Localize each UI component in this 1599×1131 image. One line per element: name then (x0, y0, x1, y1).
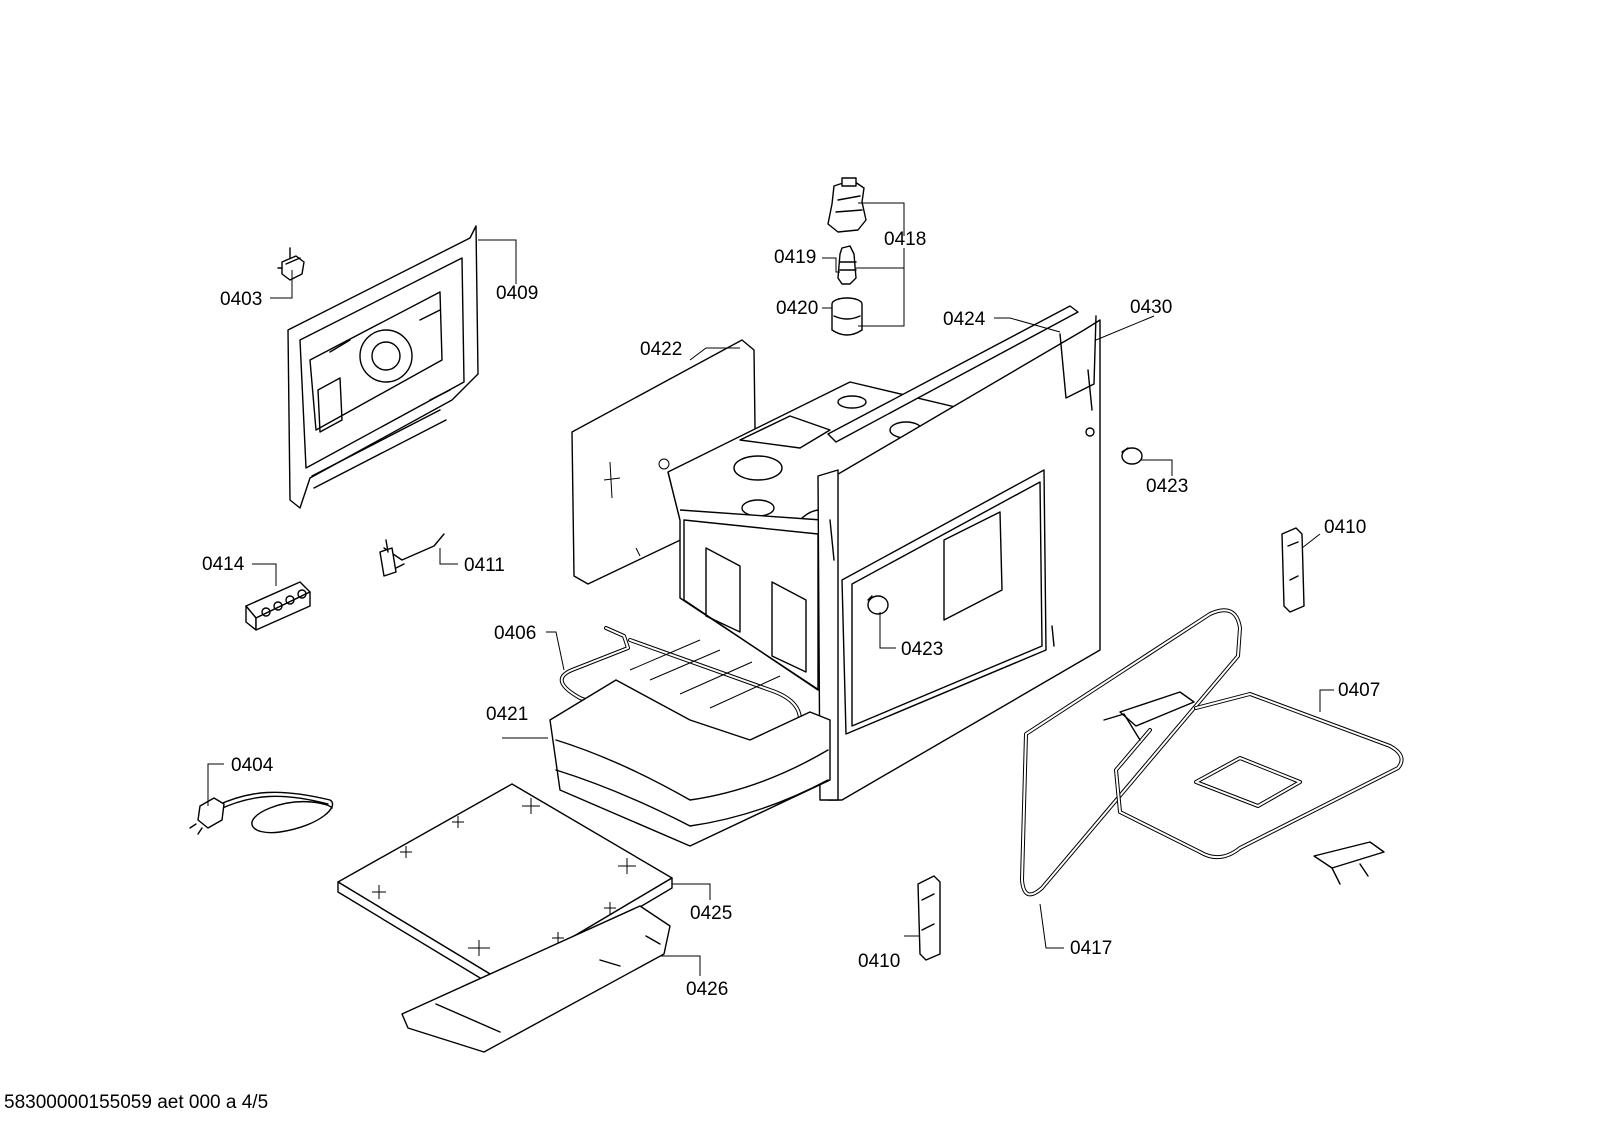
lamp-housing-part (827, 177, 867, 233)
bottom-bracket-part (401, 905, 671, 1053)
hinge-right-part (1281, 527, 1305, 613)
part-label: 0421 (486, 704, 528, 725)
part-label: 0414 (202, 554, 245, 575)
part-label: 0423 (901, 639, 943, 660)
grill-heating-element-part (1103, 691, 1404, 860)
insulation-bottom-part (549, 679, 831, 847)
oven-cavity-part (667, 319, 1101, 801)
rear-panel-part (287, 225, 479, 509)
part-label: 0418 (884, 229, 926, 250)
part-label: 0425 (690, 903, 732, 924)
part-label: 0420 (776, 298, 818, 319)
bracket-sensor-part (379, 533, 445, 577)
terminal-block-part (245, 581, 311, 631)
part-label: 0410 (1324, 517, 1366, 538)
part-label: 0411 (464, 555, 505, 576)
thermal-cutout-part (277, 247, 305, 281)
front-frame-part (1059, 315, 1097, 399)
power-cord-part (189, 791, 334, 835)
part-label: 0422 (640, 339, 682, 360)
part-label: 0419 (774, 247, 816, 268)
document-footer-id: 58300000155059 aet 000 a 4/5 (4, 1092, 269, 1113)
lamp-bulb-part (837, 245, 857, 285)
part-label: 0406 (494, 623, 536, 644)
lamp-glass-part (831, 297, 863, 336)
part-label: 0404 (231, 755, 274, 776)
part-label: 0407 (1338, 680, 1380, 701)
part-label: 0410 (858, 951, 900, 972)
part-label: 0423 (1146, 476, 1188, 497)
grill-bracket-part (1313, 841, 1385, 885)
part-label: 0426 (686, 979, 728, 1000)
top-rail-part (827, 305, 1079, 443)
lamp-cover-part-2 (867, 595, 889, 615)
part-label: 0403 (220, 289, 262, 310)
hinge-left-part (917, 875, 941, 961)
part-label: 0430 (1130, 297, 1172, 318)
part-label: 0424 (943, 309, 986, 330)
door-seal-part (1020, 608, 1242, 897)
part-label: 0409 (496, 283, 538, 304)
lamp-cover-part (1121, 447, 1143, 465)
part-label: 0417 (1070, 938, 1112, 959)
leader-lines (207, 202, 1334, 976)
